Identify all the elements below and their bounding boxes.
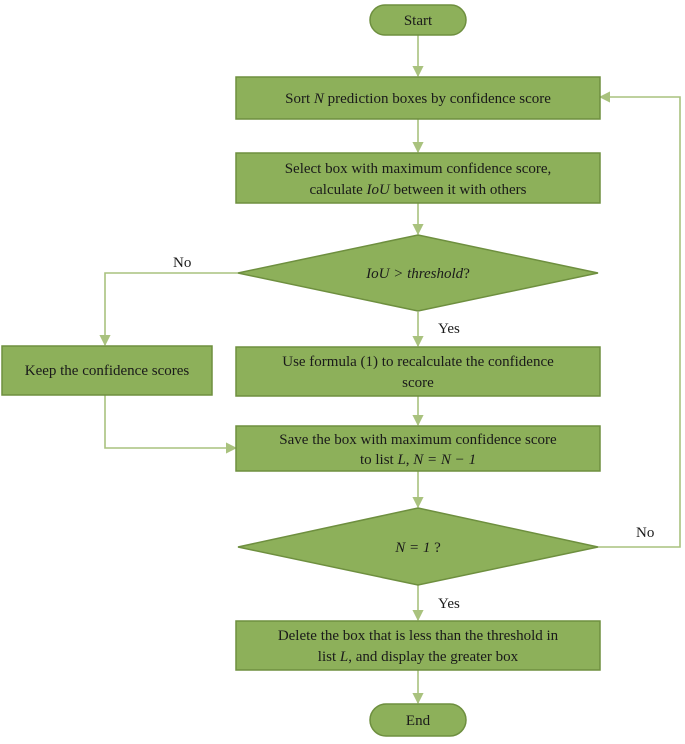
recalc-line2: score <box>402 375 434 391</box>
decision1-suffix: ? <box>463 266 470 282</box>
decision2-suffix: ? <box>430 540 441 556</box>
save-line1: Save the box with maximum confidence sco… <box>279 432 557 448</box>
keep-text: Keep the confidence scores <box>25 363 190 379</box>
decision2-text: N = 1 ? <box>394 540 441 556</box>
select-line2: calculate IoU between it with others <box>309 182 526 198</box>
decision-n-equals-1: N = 1 ? <box>237 507 599 586</box>
end-node: End <box>369 703 467 737</box>
keep-process: Keep the confidence scores <box>1 345 213 396</box>
delete-line2: list L, and display the greater box <box>318 649 519 665</box>
edge-keep-to-save <box>104 395 238 454</box>
sort-text-pre: Sort <box>285 91 314 107</box>
save-line2-var-l: L <box>396 452 405 468</box>
save-line2-eq: N = N − <box>412 452 468 468</box>
edge-decision1-to-keep <box>99 272 238 347</box>
sort-text-post: prediction boxes by confidence score <box>324 91 551 107</box>
delete-line1: Delete the box that is less than the thr… <box>278 628 559 644</box>
recalc-line1: Use formula (1) to recalculate the confi… <box>282 354 554 370</box>
label-no-1: No <box>173 255 191 271</box>
delete-line2-post: , and display the greater box <box>348 649 518 665</box>
decision2-condition: N = 1 <box>394 540 430 556</box>
start-node: Start <box>369 4 467 36</box>
label-yes-1: Yes <box>438 321 460 337</box>
select-line2-var: IoU <box>366 182 391 198</box>
decision1-condition: IoU > threshold <box>365 266 464 282</box>
decision-iou-threshold: IoU > threshold? <box>237 234 599 312</box>
decision1-text: IoU > threshold? <box>365 266 470 282</box>
delete-line2-var: L <box>339 649 348 665</box>
sort-text: Sort N prediction boxes by confidence sc… <box>285 91 551 107</box>
select-line2-pre: calculate <box>309 182 366 198</box>
end-label: End <box>406 713 431 729</box>
recalc-process: Use formula (1) to recalculate the confi… <box>235 346 601 397</box>
edge-decision2-to-sort <box>598 91 681 548</box>
save-line2-pre: to list <box>360 452 398 468</box>
label-yes-2: Yes <box>438 596 460 612</box>
select-process: Select box with maximum confidence score… <box>235 152 601 204</box>
select-line2-post: between it with others <box>390 182 527 198</box>
save-line2-var-1: 1 <box>469 452 477 468</box>
delete-line2-pre: list <box>318 649 340 665</box>
sort-process: Sort N prediction boxes by confidence sc… <box>235 76 601 120</box>
save-process: Save the box with maximum confidence sco… <box>235 425 601 472</box>
sort-text-var: N <box>313 91 325 107</box>
delete-process: Delete the box that is less than the thr… <box>235 620 601 671</box>
save-line2-mid: , <box>406 452 414 468</box>
select-line1: Select box with maximum confidence score… <box>285 161 552 177</box>
label-no-2: No <box>636 525 654 541</box>
save-line2: to list L, N = N − 1 <box>360 452 476 468</box>
start-label: Start <box>404 13 433 29</box>
